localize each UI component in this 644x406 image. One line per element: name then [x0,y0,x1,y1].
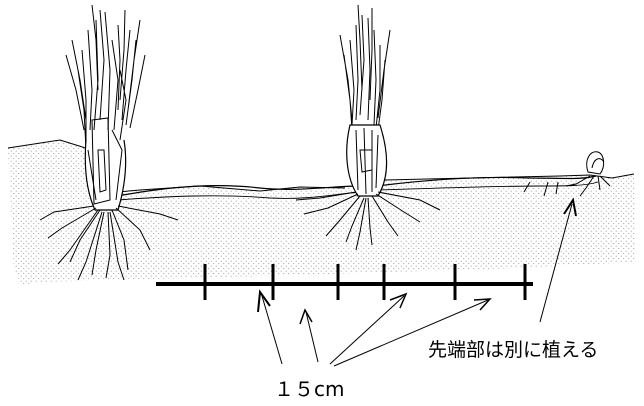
arrow-line-3 [330,296,404,364]
arrow-line-2 [306,312,318,362]
arrow-head-2 [300,310,312,324]
tip-note-label: 先端部は別に植える [428,339,598,361]
spacing-label: １５cm [274,377,344,401]
arrow-line-1 [262,296,282,364]
runner-tip-leaves [587,152,604,174]
middle-plant-leaves [340,5,390,130]
middle-plant-bulb [347,125,387,196]
left-plant-leaves [66,5,145,150]
